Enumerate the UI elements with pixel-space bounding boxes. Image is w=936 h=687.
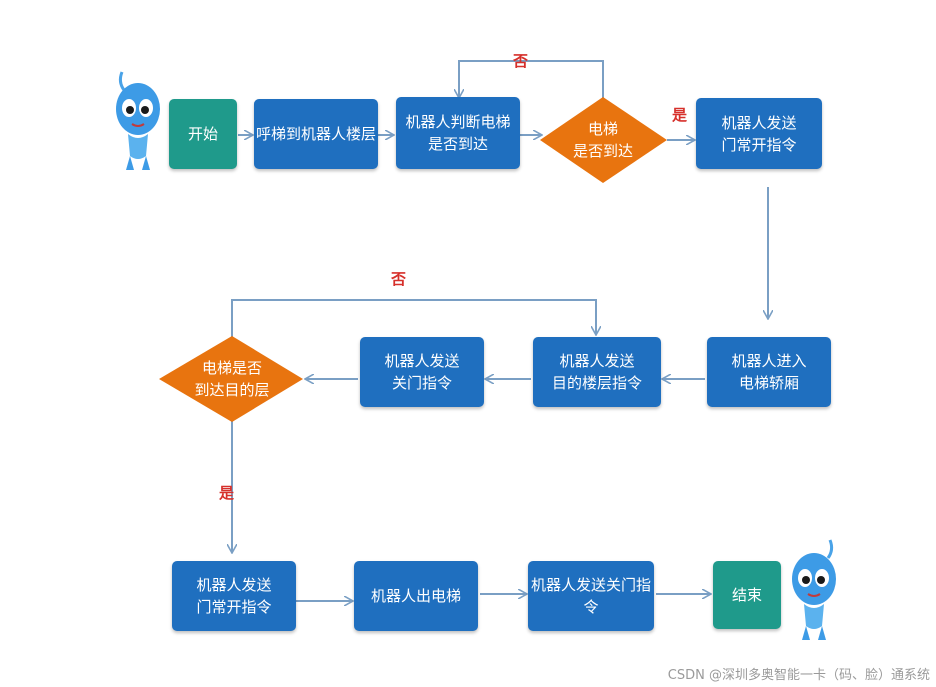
watermark: CSDN @深圳多奥智能一卡（码、脸）通系统: [668, 664, 930, 683]
node-end: 结束: [713, 561, 781, 629]
decision-reached-floor-label: 电梯是否 到达目的层: [182, 354, 282, 404]
node-robot-judge: 机器人判断电梯 是否到达: [396, 97, 520, 169]
node-enter-car: 机器人进入 电梯轿厢: [707, 337, 831, 407]
node-send-floor-cmd: 机器人发送 目的楼层指令: [533, 337, 661, 407]
node-open-door-cmd-2: 机器人发送 门常开指令: [172, 561, 296, 631]
robot-mascot-right-icon: [788, 534, 840, 646]
node-start: 开始: [169, 99, 237, 169]
node-close-door-cmd-1: 机器人发送 关门指令: [360, 337, 484, 407]
decision-elevator-arrived-label: 电梯 是否到达: [560, 115, 646, 165]
arrow-decision2-no-loop: [232, 300, 596, 338]
robot-mascot-left-icon: [112, 64, 164, 176]
label-no-middle: 否: [391, 268, 406, 289]
node-exit-elevator: 机器人出电梯: [354, 561, 478, 631]
node-open-door-cmd-1: 机器人发送 门常开指令: [696, 98, 822, 169]
arrow-decision-no-loop: [459, 61, 603, 98]
node-call-elevator: 呼梯到机器人楼层: [254, 99, 378, 169]
node-close-door-cmd-2: 机器人发送关门指令: [528, 561, 654, 631]
label-yes-left: 是: [219, 482, 234, 503]
label-yes-top: 是: [672, 104, 687, 125]
label-no-top: 否: [513, 50, 528, 71]
